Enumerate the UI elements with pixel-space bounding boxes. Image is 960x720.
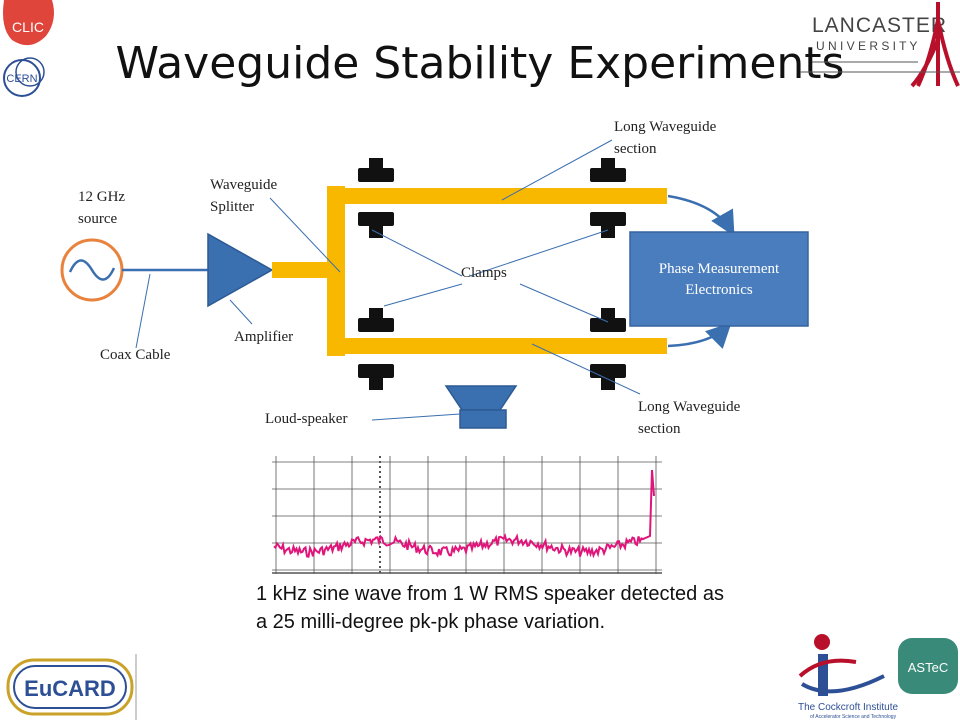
source-label-line1: 12 GHz (78, 189, 126, 205)
pme-label-line2: Electronics (685, 282, 753, 298)
splitter-pointer (269, 197, 341, 273)
lancaster-university-text: U N I V E R S I T Y (816, 39, 917, 53)
source-label-line2: source (78, 211, 118, 227)
astec-badge (898, 638, 958, 694)
plot-grid (272, 456, 662, 574)
page-title: Waveguide Stability Experiments (115, 38, 845, 89)
clamps-label: Clamps (461, 265, 507, 281)
cockcroft-text-line2: of Accelerator Science and Technology (810, 714, 897, 720)
splitter-label-line1: Waveguide (210, 177, 278, 193)
long-top-label-line1: Long Waveguide (614, 119, 717, 135)
lancaster-logo-text: LANCASTER (812, 14, 947, 37)
pme-label-line1: Phase Measurement (659, 261, 780, 277)
clic-logo-text: CLIC (12, 19, 44, 35)
experiment-diagram: Phase Measurement Electronics (60, 139, 809, 429)
waveguide-feed (272, 262, 334, 278)
loudspeaker-pointer (371, 413, 461, 421)
eucard-logo: EuCARD (6, 654, 137, 720)
amplifier-label: Amplifier (234, 329, 294, 345)
long-waveguide-bottom (345, 338, 667, 354)
waveguide-splitter (327, 186, 345, 356)
signal-source-icon (60, 238, 124, 302)
clic-emblem-icon (3, 0, 54, 46)
amplifier-pointer (229, 299, 253, 325)
long-top-label-line2: section (614, 141, 657, 157)
cockcroft-text-line1: The Cockcroft Institute (798, 702, 898, 713)
long-top-pointer (501, 139, 613, 201)
loudspeaker-label: Loud-speaker (265, 411, 348, 427)
clamps (358, 158, 626, 390)
long-bottom-label-line2: section (638, 421, 681, 437)
long-bottom-pointer (531, 343, 641, 395)
cockcroft-astec-logo: ASTeC The Cockcroft Institute of Acceler… (798, 634, 958, 720)
lancaster-logo: LANCASTER U N I V E R S I T Y (812, 2, 960, 88)
splitter-label-line2: Splitter (210, 199, 255, 215)
arrow-bottom (667, 322, 732, 349)
phase-trace (273, 469, 655, 559)
loudspeaker-icon (444, 385, 518, 429)
arrow-top (667, 194, 735, 237)
astec-logo-text: ASTeC (908, 660, 948, 675)
clic-cern-logo: CLIC CERN (3, 0, 54, 97)
cern-logo-text: CERN (6, 73, 37, 85)
long-bottom-label-line1: Long Waveguide (638, 399, 741, 415)
coax-label: Coax Cable (100, 347, 171, 363)
title-rule (800, 71, 960, 73)
phase-trace-plot (272, 456, 662, 574)
caption-text: 1 kHz sine wave from 1 W RMS speaker det… (256, 583, 724, 633)
coax-pointer (135, 273, 151, 349)
amplifier-icon (207, 232, 274, 308)
phase-measurement-box (629, 231, 809, 327)
long-waveguide-top (345, 188, 667, 204)
eucard-logo-text: EuCARD (24, 676, 116, 701)
cockcroft-emblem-icon (798, 634, 885, 696)
clamp-pointers (371, 229, 609, 323)
